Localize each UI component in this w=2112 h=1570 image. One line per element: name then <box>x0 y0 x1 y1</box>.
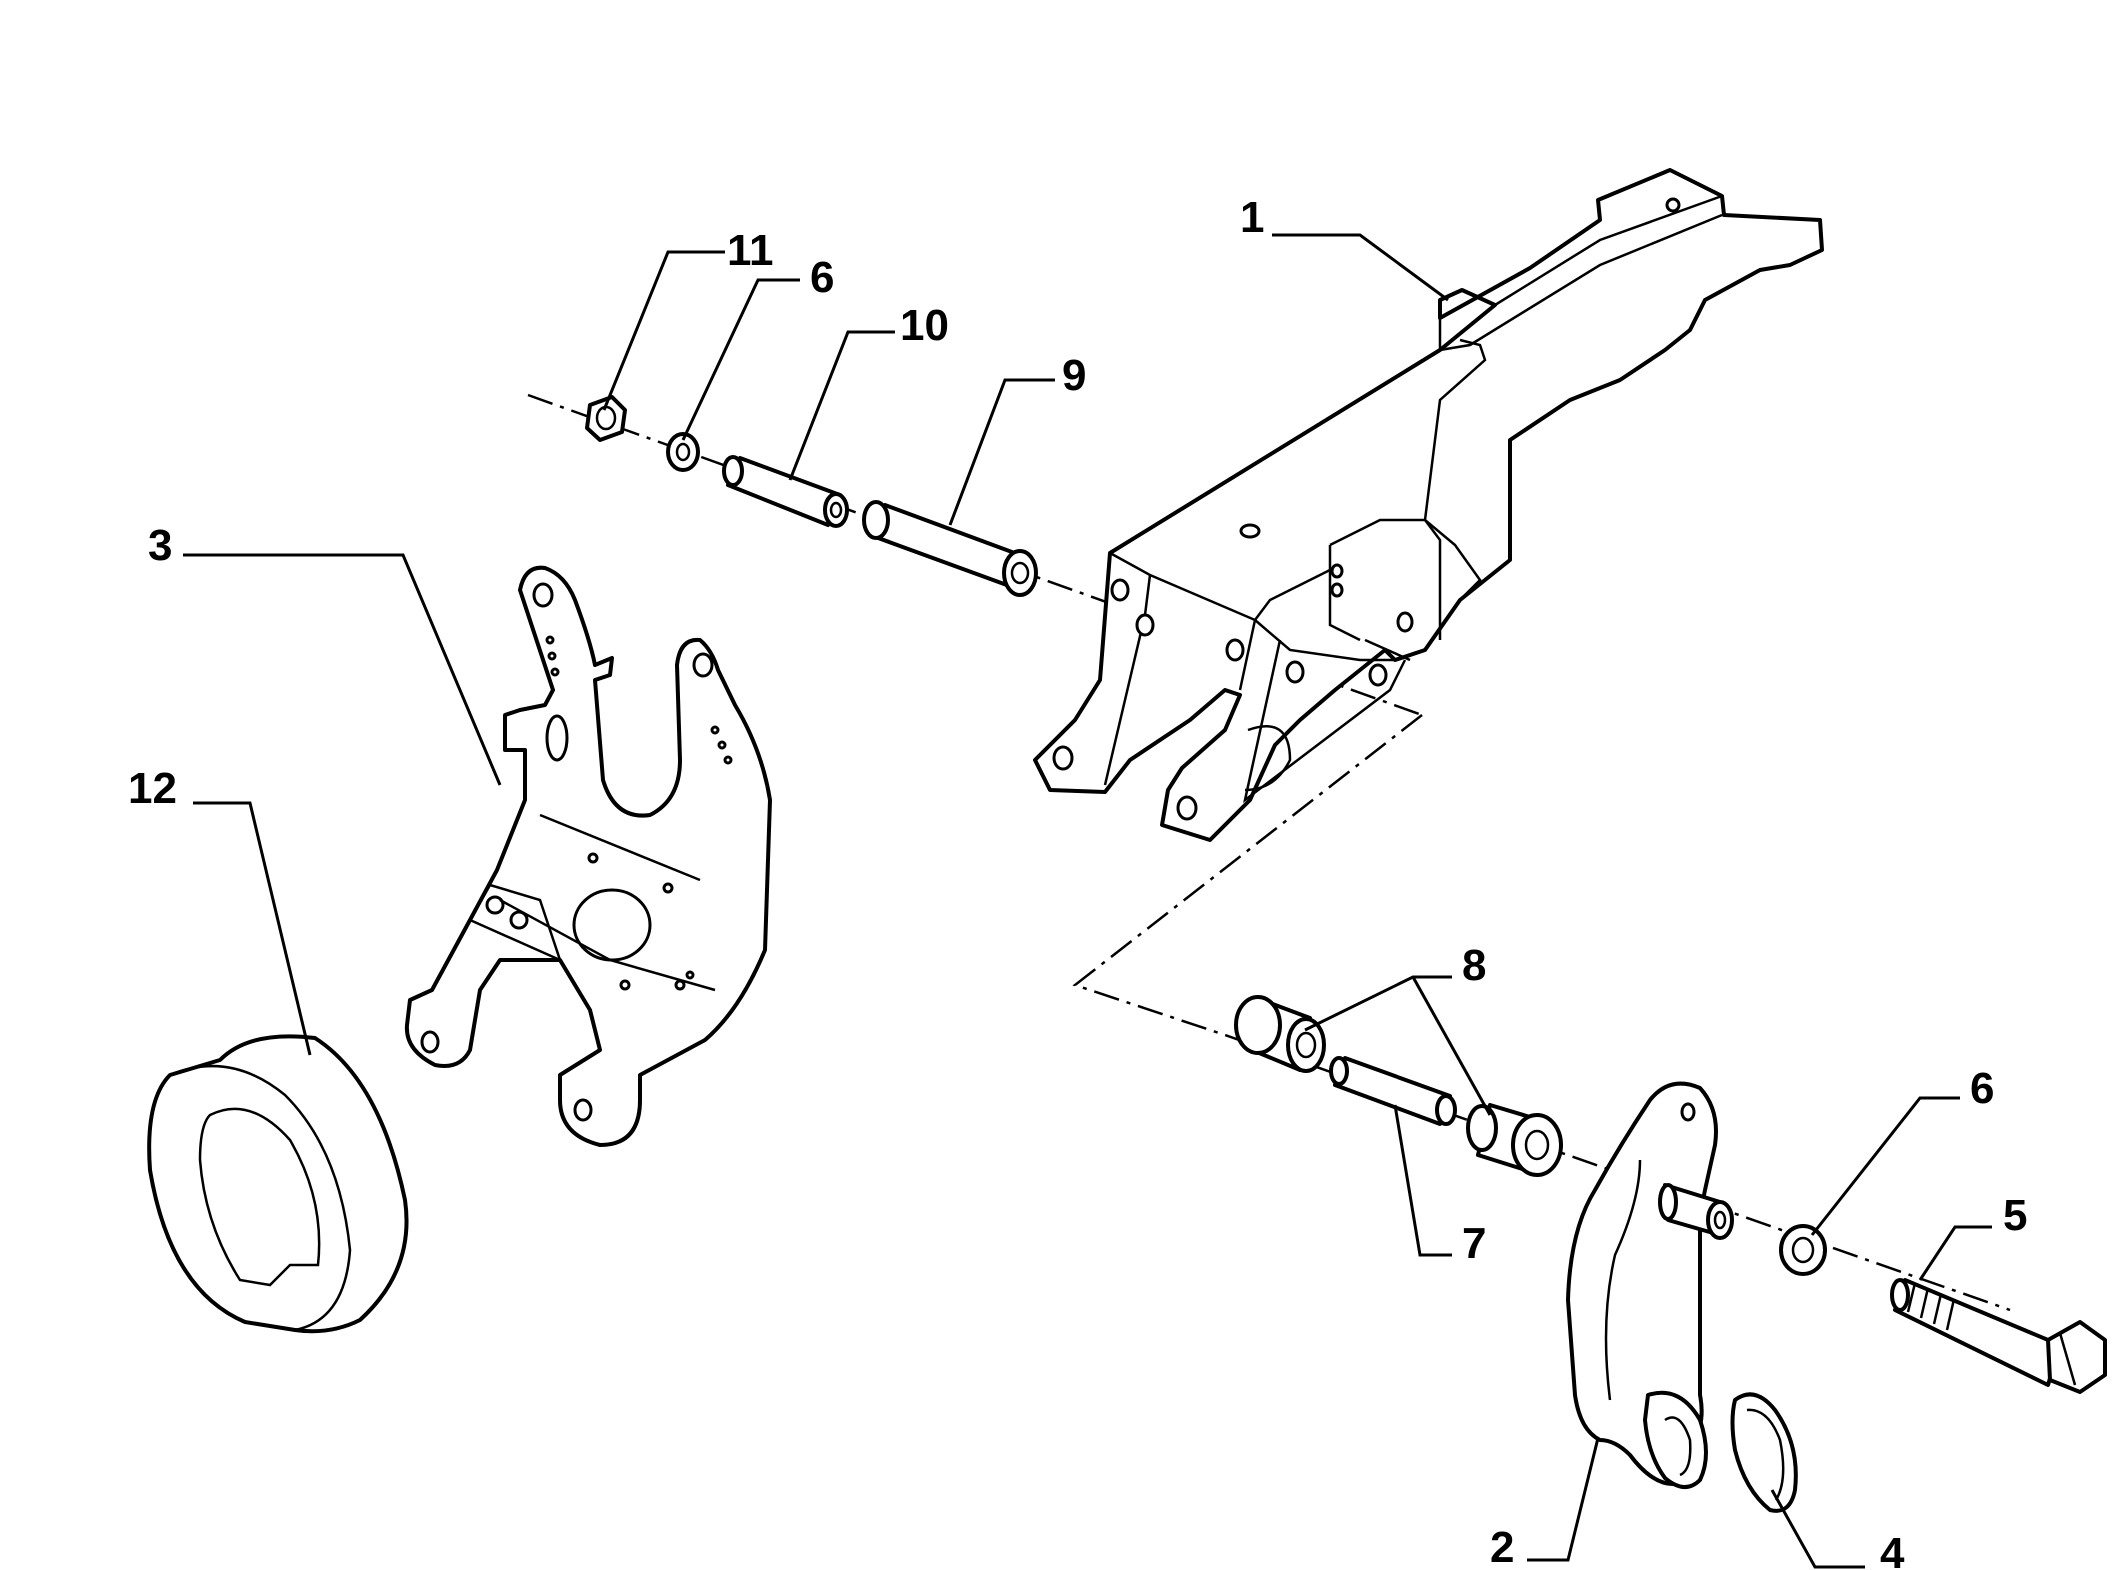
label-part-3: 3 <box>148 521 172 570</box>
label-part-10: 10 <box>900 301 949 350</box>
leader-7 <box>1393 1104 1452 1257</box>
part-8-bushing-right <box>1466 1103 1563 1177</box>
part-7-pin <box>1329 1056 1457 1126</box>
leader-8b <box>1411 976 1492 1116</box>
leader-6-upper <box>681 278 800 441</box>
leader-12 <box>193 801 312 1056</box>
leader-10 <box>788 330 895 481</box>
leader-1 <box>1272 233 1449 302</box>
part-12-ring <box>147 1034 409 1334</box>
part-5-bolt <box>1890 1278 2107 1394</box>
leader-lines <box>183 233 1992 1569</box>
part-3-mounting-plate <box>404 565 772 1147</box>
leader-3 <box>183 553 502 786</box>
label-part-1: 1 <box>1240 193 1264 242</box>
part-8-bushing-left <box>1234 995 1326 1073</box>
leader-9 <box>948 378 1055 526</box>
leader-2 <box>1527 1437 1600 1562</box>
label-part-8: 8 <box>1462 941 1486 990</box>
label-part-11: 11 <box>727 226 774 275</box>
leader-4 <box>1770 1489 1865 1569</box>
leader-6-lower <box>1810 1096 1960 1236</box>
label-part-6-upper: 6 <box>810 253 834 302</box>
label-part-12: 12 <box>128 764 177 813</box>
leader-8 <box>1304 975 1452 1032</box>
label-part-2: 2 <box>1490 1523 1514 1570</box>
label-part-5: 5 <box>2003 1191 2027 1240</box>
leader-5 <box>1918 1225 1992 1281</box>
part-2-pedal-lever <box>1566 1081 1734 1489</box>
part-6-washer-lower <box>1779 1224 1827 1276</box>
part-4-pedal-pad <box>1730 1392 1798 1513</box>
part-6-washer-upper <box>666 432 700 472</box>
part-9-bushing <box>862 500 1038 597</box>
part-11-nut <box>585 395 627 442</box>
label-part-6-lower: 6 <box>1970 1064 1994 1113</box>
part-labels: 1 11 6 10 9 3 12 8 6 5 7 2 4 <box>128 193 2027 1570</box>
part-10-spacer-tube <box>722 455 849 528</box>
label-part-4: 4 <box>1880 1529 1905 1570</box>
leader-11 <box>602 250 725 411</box>
label-part-7: 7 <box>1462 1219 1486 1268</box>
label-part-9: 9 <box>1062 351 1086 400</box>
part-1-pedal-bracket <box>1033 168 1824 842</box>
